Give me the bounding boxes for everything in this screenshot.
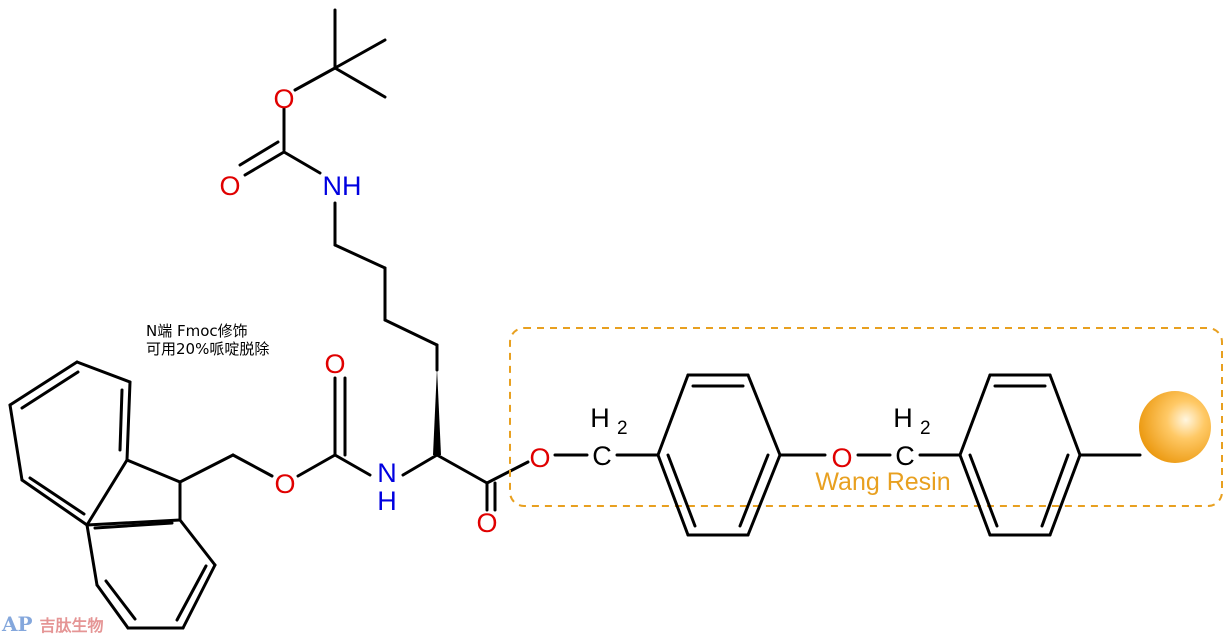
fmoc-ether-oxygen: O bbox=[274, 469, 295, 499]
epsilon-amine-nh: NH bbox=[323, 171, 362, 201]
benzylic-carbon-2: C bbox=[895, 441, 915, 471]
fmoc-annotation-line2: 可用20%哌啶脱除 bbox=[146, 340, 270, 358]
ester-carbonyl-oxygen: O bbox=[476, 508, 497, 538]
boc-group bbox=[238, 8, 387, 177]
ester-oxygen: O bbox=[529, 443, 550, 473]
watermark-text: 吉肽生物 bbox=[39, 616, 104, 635]
benzylic-h-2: H bbox=[893, 403, 913, 433]
benzylic-carbon-1: C bbox=[592, 441, 612, 471]
wang-resin-label: Wang Resin bbox=[815, 468, 950, 496]
wang-resin-boundary-box bbox=[509, 327, 1223, 507]
fmoc-annotation: N端 Fmoc修饰 可用20%哌啶脱除 bbox=[146, 322, 269, 358]
boc-ether-oxygen: O bbox=[273, 84, 294, 114]
benzylic-subscript-1: 2 bbox=[617, 418, 628, 439]
lysine-side-chain bbox=[333, 201, 439, 372]
wang-linker-bonds bbox=[553, 373, 1142, 537]
watermark-logo: AP bbox=[2, 612, 33, 636]
boc-carbonyl-oxygen: O bbox=[219, 171, 240, 201]
fmoc-annotation-line1: N端 Fmoc修饰 bbox=[146, 322, 248, 340]
resin-bead bbox=[1139, 391, 1211, 463]
wedge-stereo-bond bbox=[433, 368, 441, 455]
aryl-ether-oxygen: O bbox=[831, 443, 852, 473]
benzylic-h-1: H bbox=[590, 403, 610, 433]
company-watermark: AP 吉肽生物 bbox=[2, 612, 104, 636]
fmoc-carbonyl-oxygen: O bbox=[324, 349, 345, 379]
alpha-amine-nitrogen: N bbox=[377, 458, 397, 488]
fmoc-fluorenyl-group bbox=[8, 360, 274, 630]
benzylic-subscript-2: 2 bbox=[920, 418, 931, 439]
alpha-amine-hydrogen: H bbox=[377, 486, 397, 516]
amino-acid-backbone bbox=[296, 376, 530, 512]
